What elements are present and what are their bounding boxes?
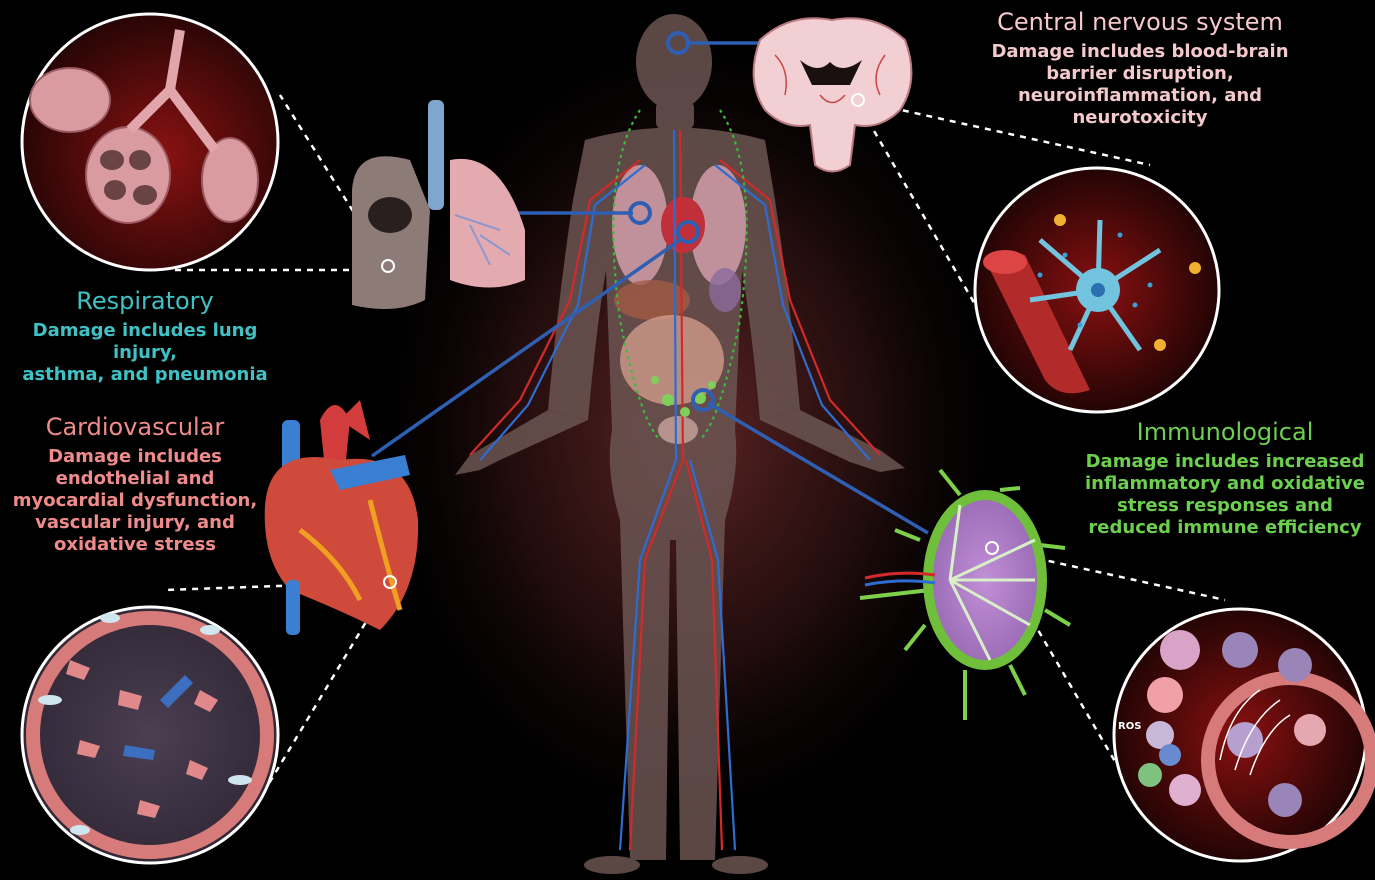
cardiovascular-desc-line: oxidative stress [54, 534, 216, 556]
lungs-illustration [352, 100, 525, 309]
ros-label: ROS [1118, 721, 1142, 732]
cns-desc-line: Damage includes blood-brain [991, 41, 1289, 63]
cns-title: Central nervous system [997, 8, 1283, 36]
respiratory-label: Respiratory Damage includes lung injury,… [0, 287, 290, 386]
astrocyte-zoom-circle [973, 166, 1221, 414]
lymph-node-illustration [859, 468, 1072, 720]
cns-description: Damage includes blood-brain barrier disr… [960, 41, 1320, 129]
blood-vessels [469, 109, 881, 851]
immune-cells-zoom-circle [1112, 607, 1375, 863]
human-body-figure [455, 14, 905, 874]
cns-label: Central nervous system Damage includes b… [960, 8, 1320, 129]
vascular-tissue-zoom-circle [20, 605, 280, 865]
connector-rings [628, 31, 715, 412]
lymph-nodes [651, 376, 716, 417]
internal-organs [612, 165, 746, 444]
cardiovascular-desc-line: vascular injury, and [35, 512, 235, 534]
immunological-desc-line: inflammatory and oxidative [1085, 473, 1365, 495]
immunological-desc-line: Damage includes increased [1085, 451, 1365, 473]
immunological-title: Immunological [1136, 418, 1314, 446]
immunological-description: Damage includes increased inflammatory a… [1085, 451, 1365, 539]
respiratory-desc-line: asthma, and pneumonia [22, 364, 268, 386]
cardiovascular-label: Cardiovascular Damage includes endotheli… [0, 413, 270, 556]
immunological-desc-line: stress responses and [1117, 495, 1333, 517]
respiratory-description: Damage includes lung injury, asthma, and… [0, 320, 290, 386]
immunological-desc-line: reduced immune efficiency [1088, 517, 1362, 539]
cardiovascular-title: Cardiovascular [45, 413, 225, 441]
cardiovascular-desc-line: myocardial dysfunction, [12, 490, 258, 512]
cns-desc-line: barrier disruption, [1046, 63, 1234, 85]
cardiovascular-description: Damage includes endothelial and myocardi… [0, 446, 270, 556]
cardiovascular-desc-line: endothelial and [55, 468, 215, 490]
heart-illustration [264, 400, 419, 635]
respiratory-desc-line: Damage includes lung injury, [32, 320, 258, 364]
respiratory-title: Respiratory [76, 287, 214, 315]
immunological-label: Immunological Damage includes increased … [1085, 418, 1365, 539]
cardiovascular-desc-line: Damage includes [48, 446, 222, 468]
alveoli-zoom-circle [20, 12, 280, 272]
cns-desc-line: neurotoxicity [1072, 107, 1208, 129]
cns-desc-line: neuroinflammation, and [1017, 85, 1263, 107]
brain-illustration [752, 17, 913, 173]
